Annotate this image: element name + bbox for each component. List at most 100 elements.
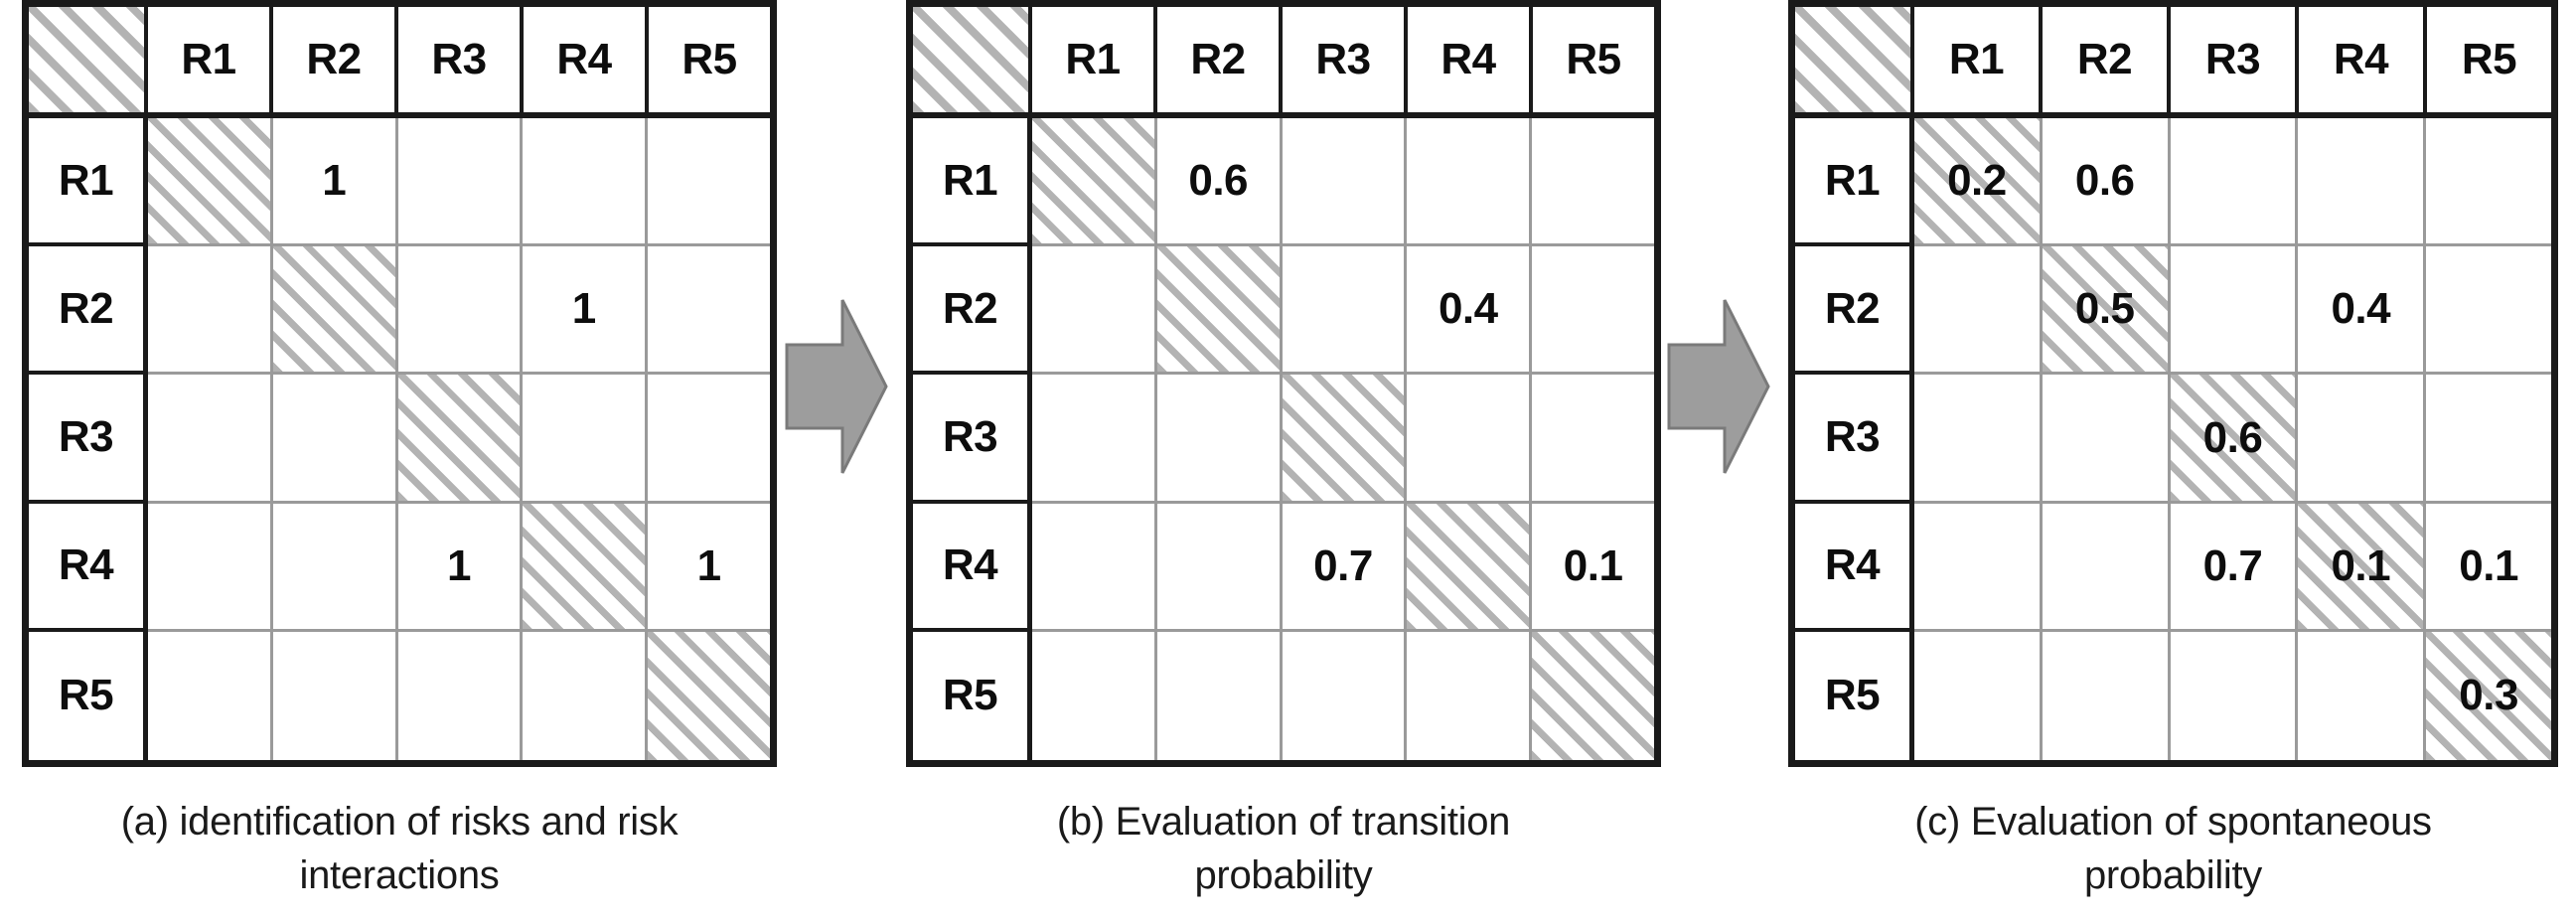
matrix-b-cell-r2-r5 bbox=[1532, 246, 1654, 376]
matrix-a-cell-r4-r3: 1 bbox=[397, 503, 524, 632]
col-header-label: R2 bbox=[306, 35, 362, 83]
matrix-b-cell-r3-r2 bbox=[1156, 375, 1283, 504]
matrix-c-cell-r4-r1 bbox=[1914, 503, 2043, 632]
matrix-c-cell-r3-r3: 0.6 bbox=[2170, 375, 2299, 504]
matrix-c-cell-r1-r4 bbox=[2298, 118, 2427, 247]
row-header-label: R4 bbox=[58, 540, 114, 590]
matrix-c-cell-r2-r4: 0.4 bbox=[2298, 246, 2427, 376]
matrix-b-cell-r2-r3 bbox=[1282, 246, 1408, 376]
cell-value: 0.3 bbox=[2459, 671, 2518, 720]
matrix-c-row-header-r2: R2 bbox=[1795, 246, 1914, 376]
row-header-label: R5 bbox=[58, 671, 114, 720]
matrix-a-cell-r5-r1 bbox=[148, 631, 273, 761]
matrix-b-cell-r1-r4 bbox=[1407, 118, 1533, 247]
caption-c-line2: probability bbox=[2083, 853, 2263, 897]
matrix-c-cell-r4-r3: 0.7 bbox=[2170, 503, 2299, 632]
matrix-a-row-r5: R5 bbox=[29, 631, 770, 761]
matrix-c-col-header-r4: R4 bbox=[2299, 7, 2427, 118]
matrix-c-cell-r3-r2 bbox=[2042, 375, 2171, 504]
matrix-b-cell-r5-r3 bbox=[1282, 631, 1408, 761]
col-header-label: R3 bbox=[1315, 35, 1371, 83]
row-header-label: R3 bbox=[942, 412, 998, 461]
matrix-b-cell-r4-r2 bbox=[1156, 503, 1283, 632]
matrix-a-cell-r4-r1 bbox=[148, 503, 273, 632]
matrix-c-cell-r5-r3 bbox=[2170, 631, 2299, 761]
matrix-b-cell-r2-r2 bbox=[1156, 246, 1283, 376]
cell-value: 0.2 bbox=[1947, 156, 2007, 206]
matrix-a-col-header-r5: R5 bbox=[649, 7, 770, 118]
cell-value: 0.4 bbox=[2331, 284, 2391, 334]
matrix-c-row-r3: R3 0.6 bbox=[1795, 375, 2551, 504]
matrix-b-cell-r1-r1 bbox=[1032, 118, 1157, 247]
matrix-c-col-header-r1: R1 bbox=[1914, 7, 2043, 118]
cell-value: 1 bbox=[447, 540, 471, 590]
matrix-b-cell-r3-r5 bbox=[1532, 375, 1654, 504]
col-header-label: R1 bbox=[181, 35, 236, 83]
matrix-a-cell-r4-r4 bbox=[523, 503, 649, 632]
matrix-b-cell-r3-r4 bbox=[1407, 375, 1533, 504]
matrix-b-cell-r1-r2: 0.6 bbox=[1156, 118, 1283, 247]
matrix-a-cell-r4-r2 bbox=[272, 503, 398, 632]
matrix-b-cell-r4-r4 bbox=[1407, 503, 1533, 632]
cell-value: 0.1 bbox=[1563, 540, 1623, 590]
matrix-c-row-header-r3: R3 bbox=[1795, 375, 1914, 504]
caption-a: (a) identification of risks and risk int… bbox=[22, 795, 777, 902]
matrix-a-cell-r2-r1 bbox=[148, 246, 273, 376]
caption-c-line1: (c) Evaluation of spontaneous bbox=[1914, 800, 2432, 844]
matrix-c-cell-r5-r2 bbox=[2042, 631, 2171, 761]
cell-value: 0.1 bbox=[2459, 540, 2518, 590]
matrix-c-cell-r5-r5: 0.3 bbox=[2426, 631, 2551, 761]
matrix-c-row-header-r4: R4 bbox=[1795, 503, 1914, 632]
cell-value: 0.7 bbox=[1313, 540, 1373, 590]
matrix-c-col-header-r5: R5 bbox=[2427, 7, 2551, 118]
arrow-right-icon bbox=[785, 299, 888, 474]
matrix-b-col-header-r1: R1 bbox=[1032, 7, 1157, 118]
matrix-a-cell-r3-r1 bbox=[148, 375, 273, 504]
row-header-label: R1 bbox=[58, 155, 114, 205]
matrix-b-cell-r5-r5 bbox=[1532, 631, 1654, 761]
matrix-a-col-header-r3: R3 bbox=[398, 7, 524, 118]
matrix-b-col-header-r4: R4 bbox=[1408, 7, 1533, 118]
matrix-b-row-header-r3: R3 bbox=[913, 375, 1032, 504]
matrix-b-cell-r2-r4: 0.4 bbox=[1407, 246, 1533, 376]
matrix-b-row-r5: R5 bbox=[913, 631, 1654, 761]
matrix-a-cell-r3-r4 bbox=[523, 375, 649, 504]
matrix-c-cell-r3-r1 bbox=[1914, 375, 2043, 504]
matrix-c-cell-r5-r1 bbox=[1914, 631, 2043, 761]
matrix-a-col-header-r4: R4 bbox=[524, 7, 649, 118]
matrix-c-corner-cell bbox=[1795, 7, 1914, 118]
cell-value: 0.6 bbox=[2202, 412, 2263, 462]
row-header-label: R3 bbox=[1824, 412, 1881, 461]
caption-c: (c) Evaluation of spontaneous probabilit… bbox=[1788, 795, 2558, 902]
matrix-a-row-header-r4: R4 bbox=[29, 503, 148, 632]
matrix-a-corner-cell bbox=[29, 7, 148, 118]
matrix-b-cell-r5-r2 bbox=[1156, 631, 1283, 761]
row-header-label: R3 bbox=[58, 412, 114, 461]
cell-value: 0.4 bbox=[1438, 284, 1498, 334]
cell-value: 1 bbox=[571, 284, 596, 334]
caption-a-line2: interactions bbox=[299, 853, 500, 897]
matrix-a-header-row: R1 R2 R3 R4 R5 bbox=[29, 7, 770, 118]
matrix-a-cell-r3-r3 bbox=[397, 375, 524, 504]
matrix-c-col-header-r2: R2 bbox=[2043, 7, 2171, 118]
col-header-label: R3 bbox=[431, 35, 487, 83]
col-header-label: R4 bbox=[556, 35, 612, 83]
matrix-b-cell-r3-r3 bbox=[1282, 375, 1408, 504]
matrix-a-cell-r2-r5 bbox=[648, 246, 770, 376]
col-header-label: R4 bbox=[1440, 35, 1496, 83]
matrix-b-cell-r4-r1 bbox=[1032, 503, 1157, 632]
row-header-label: R5 bbox=[942, 671, 998, 720]
matrix-a-row-header-r1: R1 bbox=[29, 118, 148, 247]
